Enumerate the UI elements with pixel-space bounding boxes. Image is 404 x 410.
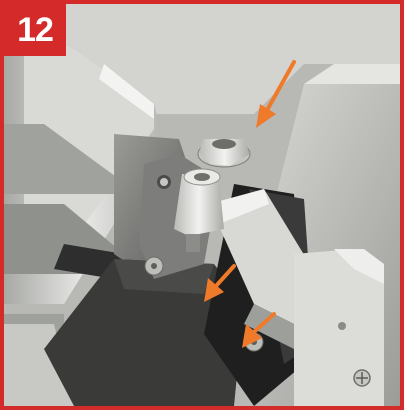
end-clamp-plate xyxy=(294,249,384,406)
aluminum-rail xyxy=(4,44,164,406)
step-number: 12 xyxy=(17,10,54,49)
arrow-to-flange-nut-icon xyxy=(256,60,296,128)
arrow-to-bracket-bolt-icon xyxy=(204,264,236,302)
assembly-illustration xyxy=(4,4,400,406)
arrow-to-lower-bolt-icon xyxy=(242,312,276,348)
step-number-badge: 12 xyxy=(4,4,66,56)
flange-nut xyxy=(197,139,251,168)
standoff-nut xyxy=(174,168,224,252)
